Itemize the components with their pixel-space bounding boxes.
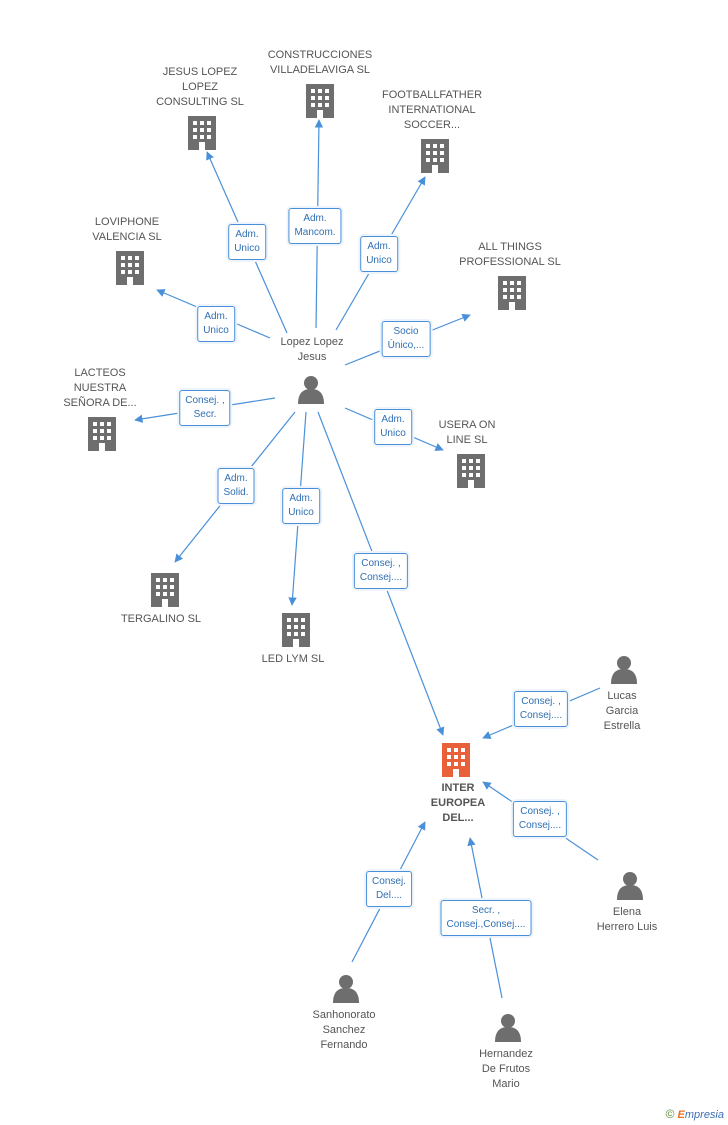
company-label[interactable]: LACTEOS NUESTRA SEÑORA DE... <box>63 367 137 409</box>
focus-company-label[interactable]: INTER EUROPEA DEL... <box>430 782 486 824</box>
person-icon <box>617 872 643 900</box>
company-label[interactable]: FOOTBALLFATHER INTERNATIONAL SOCCER... <box>381 89 483 131</box>
company-label[interactable]: LOVIPHONE VALENCIA SL <box>92 216 162 243</box>
relation-badge[interactable]: Consej. , Consej.... <box>512 801 568 837</box>
person-label[interactable]: Elena Herrero Luis <box>596 906 658 933</box>
relation-badge[interactable]: Adm. Mancom. <box>288 208 342 244</box>
company-label[interactable]: ALL THINGS PROFESSIONAL SL <box>459 241 561 268</box>
relation-badge[interactable]: Adm. Unico <box>197 306 235 342</box>
relation-badge[interactable]: Adm. Unico <box>374 409 412 445</box>
company-label[interactable]: USERA ON LINE SL <box>438 419 496 446</box>
relation-badge[interactable]: Consej. Del.... <box>366 871 412 907</box>
building-icon <box>306 84 334 118</box>
relation-badge[interactable]: Adm. Unico <box>282 488 320 524</box>
person-label[interactable]: Lucas Garcia Estrella <box>603 690 641 732</box>
building-icon <box>442 743 470 777</box>
person-label[interactable]: Sanhonorato Sanchez Fernando <box>312 1009 376 1051</box>
relation-badge[interactable]: Adm. Unico <box>228 224 266 260</box>
company-label[interactable]: TERGALINO SL <box>120 613 202 625</box>
person-icon <box>611 656 637 684</box>
relation-badge[interactable]: Consej. , Secr. <box>179 390 231 426</box>
building-icon <box>498 276 526 310</box>
person-label[interactable]: Lopez Lopez Jesus <box>280 336 344 363</box>
person-icon <box>333 975 359 1003</box>
company-label[interactable]: CONSTRUCCIONES VILLADELAVIGA SL <box>267 49 373 76</box>
brand-footer[interactable]: © Empresia <box>666 1107 724 1121</box>
person-icon <box>495 1014 521 1042</box>
relation-badge[interactable]: Socio Único,... <box>381 321 431 357</box>
building-icon <box>116 251 144 285</box>
copyright-symbol: © <box>665 1107 675 1121</box>
person-label[interactable]: Hernandez De Frutos Mario <box>479 1048 533 1090</box>
company-label[interactable]: JESUS LOPEZ LOPEZ CONSULTING SL <box>156 66 244 108</box>
relation-badge[interactable]: Consej. , Consej.... <box>353 553 409 589</box>
relation-badge[interactable]: Adm. Unico <box>360 236 398 272</box>
building-icon <box>421 139 449 173</box>
person-icon <box>298 376 324 404</box>
building-icon <box>151 573 179 607</box>
company-nodes <box>88 84 526 647</box>
brand-initial: E <box>677 1109 685 1121</box>
company-label[interactable]: LED LYM SL <box>261 653 325 665</box>
relation-badge[interactable]: Adm. Solid. <box>217 468 255 504</box>
brand-name: mpresia <box>684 1109 724 1121</box>
building-icon <box>457 454 485 488</box>
building-icon <box>282 613 310 647</box>
relation-badge[interactable]: Secr. , Consej.,Consej.... <box>440 900 532 936</box>
relation-badge[interactable]: Consej. , Consej.... <box>513 691 569 727</box>
focus-company <box>442 743 470 777</box>
building-icon <box>188 116 216 150</box>
building-icon <box>88 417 116 451</box>
